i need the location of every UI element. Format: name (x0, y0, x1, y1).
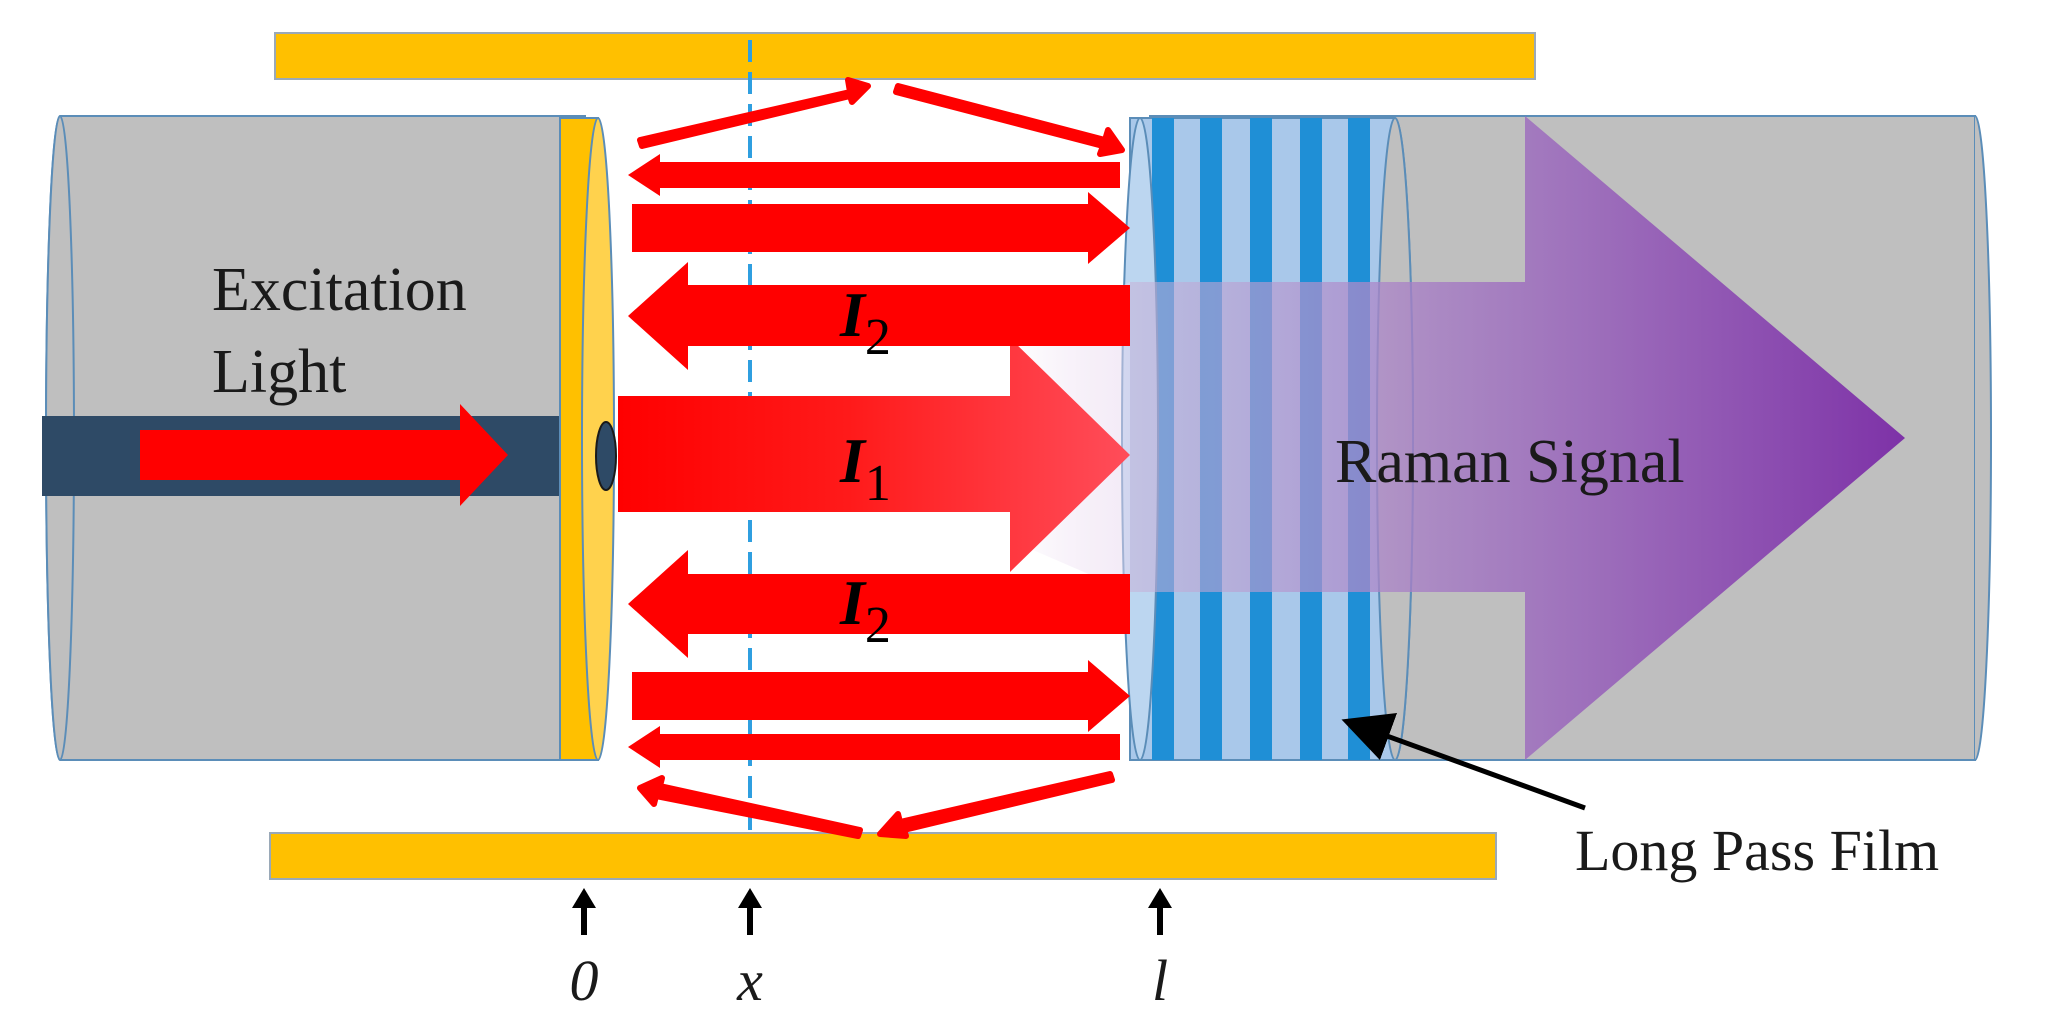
i2-bottom-backward-arrow (628, 550, 1130, 658)
raman-signal-label: Raman Signal (1335, 428, 1685, 496)
i2-bottom-label: I2 (839, 567, 891, 654)
excitation-label-line2: Light (212, 338, 346, 406)
bottom-reflection-down-arrow (877, 771, 1115, 839)
i1-label: I1 (839, 425, 891, 512)
top-reflection-up-arrow (637, 77, 871, 149)
origin-marker-label: 0 (570, 948, 599, 1013)
raman-signal-arrow (1130, 116, 1905, 760)
bottom-reflection-up-arrow (637, 775, 863, 839)
bottom-gold-plate (269, 832, 1497, 880)
i2-top-label: I2 (839, 279, 891, 366)
gold-end-cap (559, 117, 617, 761)
i2-top-backward-arrow (628, 262, 1130, 370)
long-pass-film-label: Long Pass Film (1575, 818, 1939, 883)
l-marker-label: l (1152, 948, 1168, 1013)
l-marker-arrow (1148, 888, 1172, 935)
top-gold-plate (274, 32, 1536, 80)
excitation-label-line1: Excitation (212, 256, 467, 324)
lower-backward-arrow-1 (628, 726, 1120, 768)
i1-forward-arrow (618, 338, 1130, 572)
top-reflection-down-arrow (893, 83, 1125, 157)
lower-forward-arrow-1 (632, 660, 1130, 732)
excitation-input-arrow (140, 404, 508, 506)
long-pass-film-pointer (1341, 713, 1586, 811)
x-marker-arrow (738, 888, 762, 935)
upper-backward-arrow-1 (628, 154, 1120, 196)
upper-forward-arrow-1 (632, 192, 1130, 264)
x-marker-label: x (736, 948, 763, 1013)
origin-marker-arrow (572, 888, 596, 935)
